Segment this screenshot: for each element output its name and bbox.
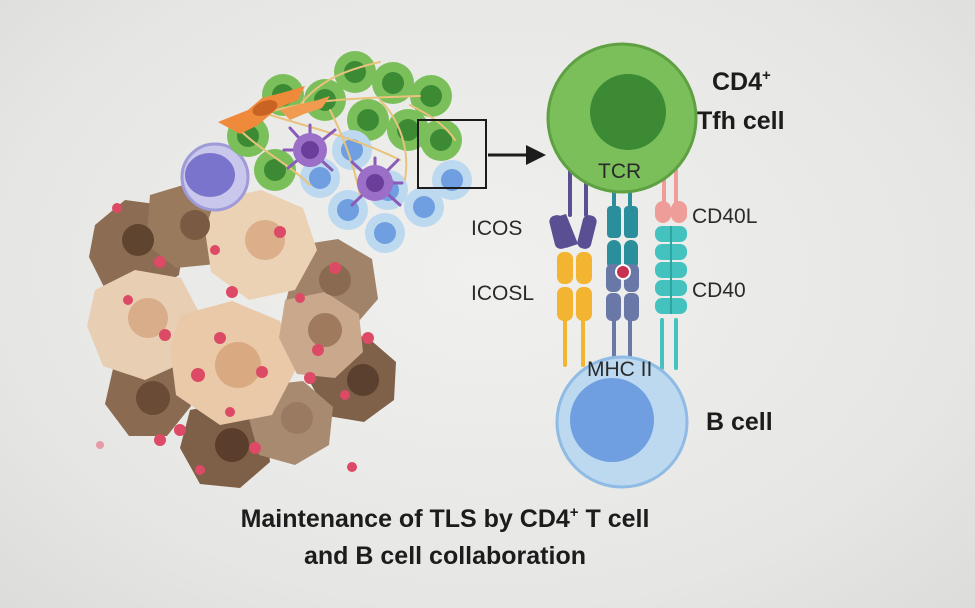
green-cell	[347, 99, 389, 141]
dot	[112, 203, 122, 213]
dot	[214, 332, 226, 344]
tumor-cluster	[87, 183, 396, 488]
tumor-nucleus	[215, 428, 249, 462]
caption-line1: Maintenance of TLS by CD4+ T cell	[241, 504, 650, 533]
dot	[154, 256, 166, 268]
zoom-box	[417, 119, 487, 189]
tfh-label-line1: CD4+	[712, 67, 771, 96]
caption-line2: and B cell collaboration	[304, 542, 586, 570]
dot	[191, 368, 205, 382]
stromal-network	[239, 61, 456, 196]
tcr-receptor	[607, 206, 638, 270]
dot	[347, 462, 357, 472]
purple-cell	[180, 142, 250, 212]
dendritic-cell	[350, 156, 404, 207]
peptide-antigen	[615, 264, 631, 280]
fibroblast-cells	[218, 86, 330, 134]
b-cell	[555, 355, 689, 489]
blue-cell	[432, 160, 472, 200]
dendritic-cell	[282, 123, 337, 172]
tumor-nucleus	[281, 402, 313, 434]
tfh-cell	[546, 42, 698, 194]
red-dots	[96, 203, 374, 475]
cd40-label: CD40	[692, 279, 746, 302]
tumor-nucleus	[136, 381, 170, 415]
tumor-nucleus	[180, 210, 210, 240]
dot	[249, 442, 261, 454]
cd40-receptor	[655, 226, 687, 314]
green-cell	[420, 119, 462, 161]
dot	[225, 407, 235, 417]
dot	[123, 295, 133, 305]
dot	[154, 434, 166, 446]
fibroblast	[280, 96, 330, 120]
dot	[274, 226, 286, 238]
dot	[96, 441, 104, 449]
dot	[295, 293, 305, 303]
mhc2-label: MHC II	[587, 358, 652, 381]
tumor-nucleus	[245, 220, 285, 260]
dot	[304, 372, 316, 384]
dot	[329, 262, 341, 274]
dot	[195, 465, 205, 475]
tumor-nucleus	[308, 313, 342, 347]
dot	[256, 366, 268, 378]
tumor-nucleus	[122, 224, 154, 256]
blue-cell	[365, 213, 405, 253]
icos-label: ICOS	[471, 217, 522, 240]
green-cell	[372, 62, 414, 104]
tumor-nucleus	[215, 342, 261, 388]
purple-cell-nucleus	[185, 153, 235, 197]
tfh-cell-nucleus	[590, 74, 666, 150]
dot	[312, 344, 324, 356]
icosl-ligand	[557, 252, 592, 321]
bcell-label: B cell	[706, 408, 773, 436]
tumor-nucleus	[319, 264, 351, 296]
fibroblast-nucleus	[252, 100, 278, 116]
dot	[340, 390, 350, 400]
green-cell	[254, 149, 296, 191]
tumor-nucleus	[128, 298, 168, 338]
dot	[174, 424, 186, 436]
tfh-label-line2: Tfh cell	[697, 107, 785, 135]
dot	[210, 245, 220, 255]
dot	[159, 329, 171, 341]
tumor-nucleus	[347, 364, 379, 396]
icosl-label: ICOSL	[471, 282, 534, 305]
icos-receptor	[549, 214, 597, 249]
tumor-tls-illustration	[87, 51, 487, 488]
blue-cell	[332, 130, 372, 170]
tcr-label: TCR	[598, 160, 641, 183]
dot	[362, 332, 374, 344]
zoom-arrow	[488, 145, 546, 165]
cd40l-label: CD40L	[692, 205, 757, 228]
b-cell-nucleus	[570, 378, 654, 462]
dot	[226, 286, 238, 298]
cd40l-ligand	[655, 201, 687, 223]
green-cell	[410, 75, 452, 117]
blue-cell	[404, 187, 444, 227]
